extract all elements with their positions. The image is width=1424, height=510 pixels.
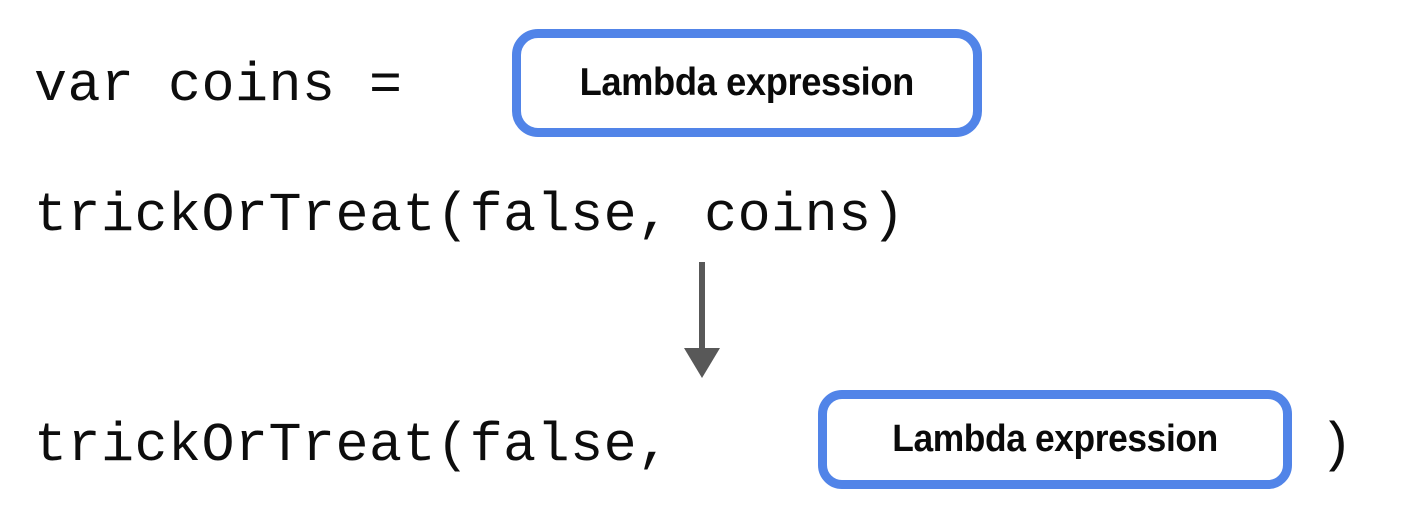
after-line3-code-text: trickOrTreat(false, [34,414,705,477]
after-line3-closing-paren: ) [1320,414,1354,477]
before-line1-code-text: var coins = [34,54,437,117]
lambda-expression-chip-label: Lambda expression [579,61,915,104]
arrow-head [684,348,720,378]
before-line2-code-text: trickOrTreat(false, coins) [34,184,906,247]
lambda-expression-chip-argument[interactable]: Lambda expression [818,390,1292,489]
lambda-expression-chip-label: Lambda expression [892,418,1218,460]
lambda-expression-chip-assignment[interactable]: Lambda expression [512,29,982,137]
arrow-down-icon [684,262,720,378]
